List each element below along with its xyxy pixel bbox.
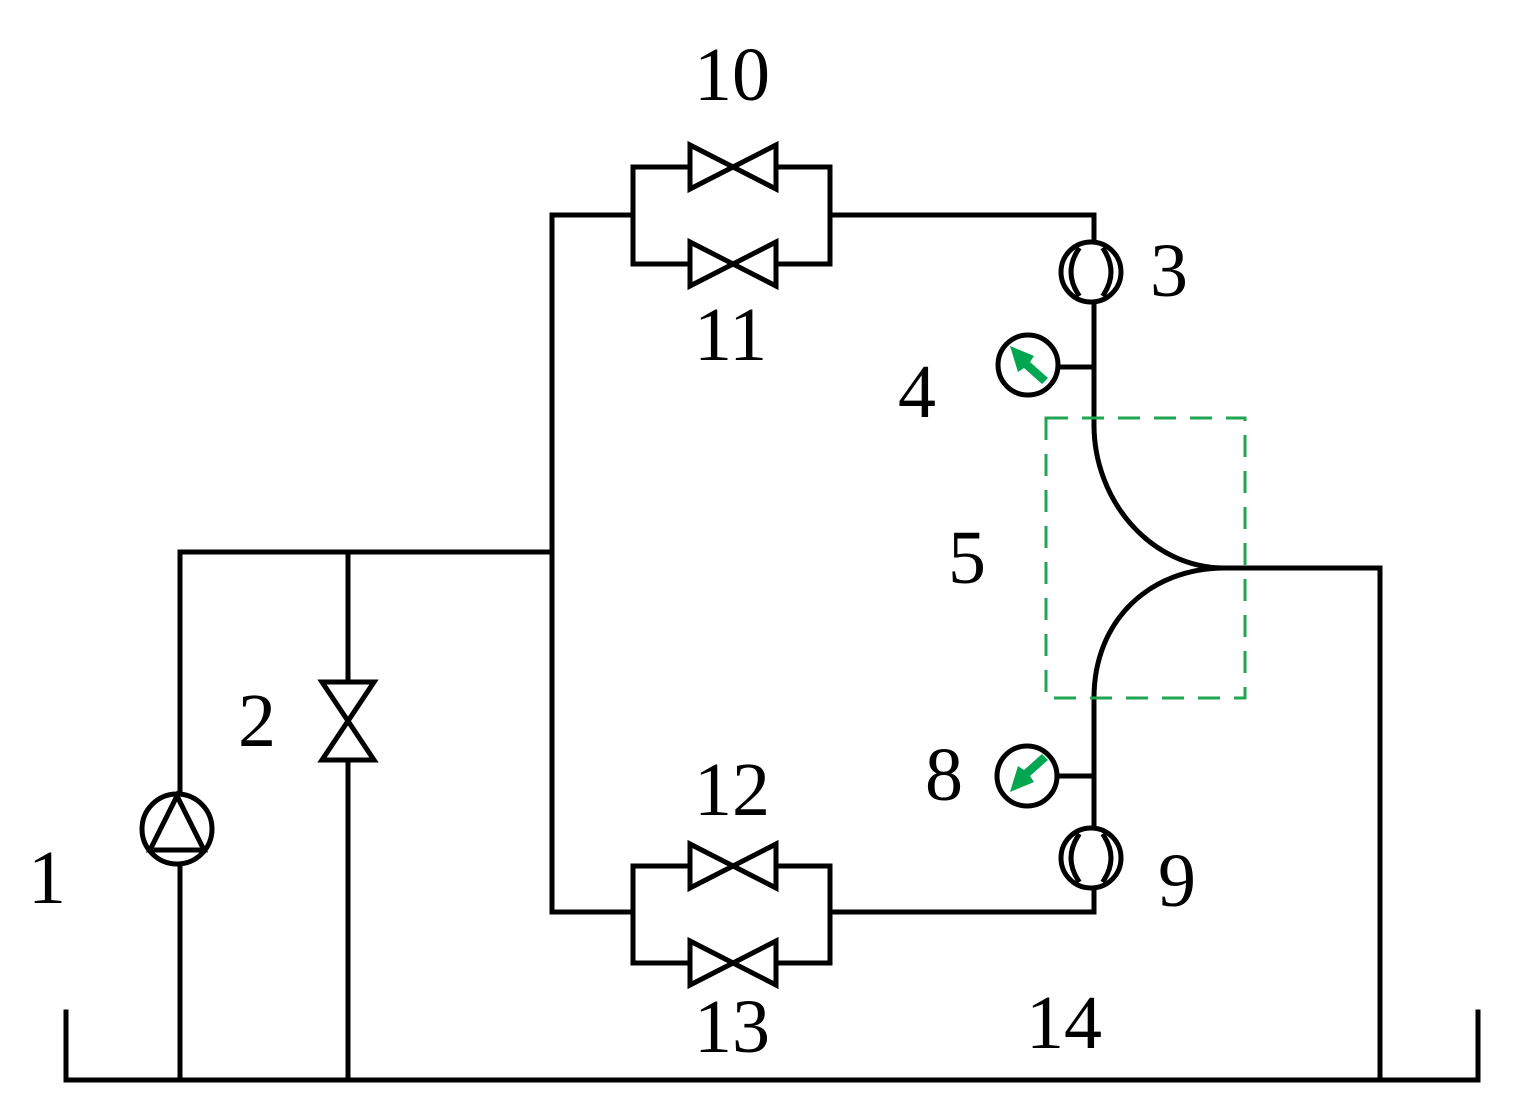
tank bbox=[63, 1009, 1481, 1083]
label-valve-10: 10 bbox=[694, 33, 770, 117]
flowmeter-bottom bbox=[1058, 825, 1124, 891]
label-bypass-valve: 2 bbox=[238, 679, 276, 763]
pressure-gauge-bottom bbox=[994, 743, 1060, 809]
label-flowmeter-bottom: 9 bbox=[1158, 839, 1196, 923]
label-tank: 14 bbox=[1026, 981, 1102, 1065]
test-section-box bbox=[1044, 416, 1247, 700]
valve-13 bbox=[687, 936, 779, 990]
flowmeter-top bbox=[1058, 239, 1124, 305]
label-gauge-bottom: 8 bbox=[925, 733, 963, 817]
valve-10 bbox=[687, 140, 779, 194]
label-flowmeter-top: 3 bbox=[1150, 229, 1188, 313]
piping bbox=[177, 212, 1383, 1083]
bypass-valve bbox=[317, 679, 379, 763]
gauge-arrow-top bbox=[1010, 346, 1048, 384]
label-valve-11: 11 bbox=[694, 293, 767, 377]
pump bbox=[139, 790, 215, 867]
label-pump: 1 bbox=[28, 836, 66, 920]
gauge-arrow-bottom bbox=[1010, 754, 1048, 792]
label-test-section: 5 bbox=[948, 516, 986, 600]
valve-12 bbox=[687, 839, 779, 893]
pressure-gauge-top bbox=[995, 332, 1061, 398]
label-valve-13: 13 bbox=[694, 985, 770, 1069]
valve-11 bbox=[687, 237, 779, 291]
labels: 1 2 3 4 5 8 9 10 11 12 13 14 bbox=[28, 33, 1196, 1069]
label-gauge-top: 4 bbox=[898, 350, 936, 434]
valve-block-top bbox=[630, 140, 833, 291]
label-valve-12: 12 bbox=[694, 748, 770, 832]
valve-block-bottom bbox=[630, 839, 833, 990]
